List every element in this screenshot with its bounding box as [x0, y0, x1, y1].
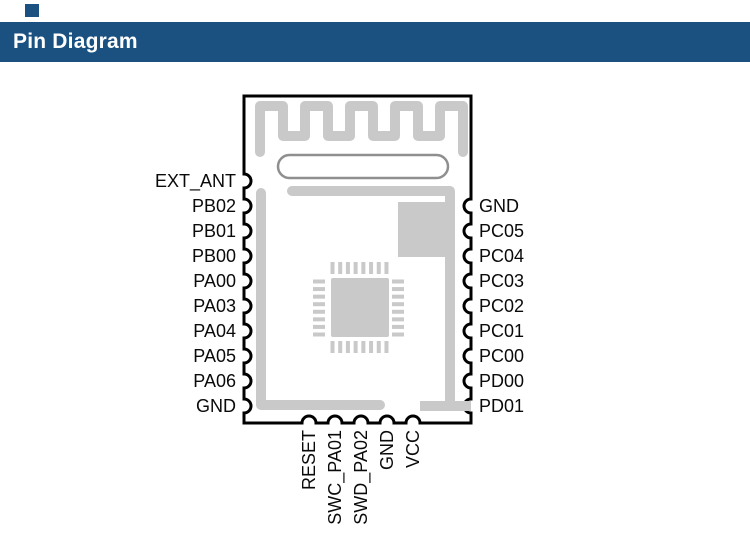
pin-label: PC00: [479, 346, 524, 366]
crystal-component: [398, 202, 445, 257]
component-fills: [313, 202, 445, 353]
corner-accent-square: [25, 4, 39, 17]
chip-pin-tick: [313, 309, 325, 314]
chip-pin-tick: [392, 332, 404, 337]
chip-pin-tick: [313, 324, 325, 329]
chip-pin-tick: [392, 279, 404, 284]
pin-label: PC04: [479, 246, 524, 266]
chip-pin-tick: [361, 262, 366, 274]
chip-pin-tick: [313, 332, 325, 337]
left-pin-labels: EXT_ANT PB02 PB01 PB00 PA00 PA03 PA04 PA…: [155, 171, 236, 416]
chip-pin-tick: [313, 294, 325, 299]
pin-label: PD00: [479, 371, 524, 391]
pin-label: RESET: [299, 430, 319, 490]
chip-pin-tick: [353, 262, 358, 274]
pin-label: PB00: [192, 246, 236, 266]
pin-label: PB01: [192, 221, 236, 241]
pin-label: GND: [196, 396, 236, 416]
right-l-trace: [287, 186, 455, 409]
pin-label: PC01: [479, 321, 524, 341]
chip-pin-tick: [392, 302, 404, 307]
pin-label: SWD_PA02: [351, 430, 372, 525]
page-title: Pin Diagram: [13, 30, 138, 53]
pin-label: PC02: [479, 296, 524, 316]
chip-pin-tick: [369, 341, 374, 353]
module-outline-with-pads: [242, 94, 473, 425]
pin-label: GND: [377, 430, 397, 470]
chip-pin-tick: [338, 341, 343, 353]
pin-label: PA00: [193, 271, 236, 291]
chip-pin-tick: [392, 324, 404, 329]
chip-pin-tick: [369, 262, 374, 274]
bottom-pin-labels: RESET SWC_PA01 SWD_PA02 GND VCC: [299, 430, 423, 525]
pin-label: PC05: [479, 221, 524, 241]
pin-label: PA04: [193, 321, 236, 341]
chip-pin-tick: [345, 262, 350, 274]
chip-pin-tick: [330, 341, 335, 353]
chip-pin-tick: [345, 341, 350, 353]
chip-pin-tick: [384, 341, 389, 353]
chip-pin-tick: [392, 294, 404, 299]
pin-label: PC03: [479, 271, 524, 291]
pin-label: PA05: [193, 346, 236, 366]
chip-pin-tick: [313, 287, 325, 292]
pin-label: GND: [479, 196, 519, 216]
chip-pin-tick: [361, 341, 366, 353]
pin-label: PA03: [193, 296, 236, 316]
chip-pin-tick: [392, 287, 404, 292]
chip-pin-tick: [353, 341, 358, 353]
pin-label: SWC_PA01: [325, 430, 346, 525]
chip-pin-tick: [338, 262, 343, 274]
chip-pin-tick: [313, 302, 325, 307]
pin-label: PD01: [479, 396, 524, 416]
chip-pin-tick: [313, 317, 325, 322]
left-l-trace: [256, 188, 385, 410]
chip-pins: [313, 262, 404, 353]
chip-pin-tick: [392, 309, 404, 314]
pin-label: PA06: [193, 371, 236, 391]
chip-pin-tick: [376, 262, 381, 274]
chip-pin-tick: [313, 279, 325, 284]
meander-antenna: [255, 101, 468, 157]
chip-pin-tick: [384, 262, 389, 274]
stadium-outline: [276, 153, 450, 180]
chip-pin-tick: [376, 341, 381, 353]
chip-body: [331, 278, 389, 337]
pin-label: EXT_ANT: [155, 171, 236, 192]
pin-label: VCC: [403, 430, 423, 468]
pin-label: PB02: [192, 196, 236, 216]
trace-group: [255, 101, 471, 411]
chip-pin-tick: [330, 262, 335, 274]
chip-pin-tick: [392, 317, 404, 322]
right-pin-labels: GND PC05 PC04 PC03 PC02 PC01 PC00 PD00 P…: [479, 196, 524, 416]
header-bar: Pin Diagram: [0, 22, 750, 62]
